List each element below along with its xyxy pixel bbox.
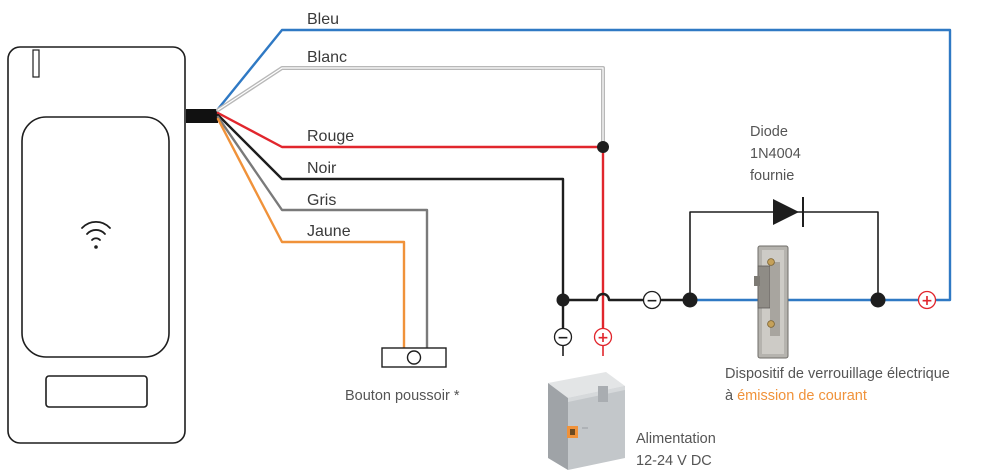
minus-symbol-lock: − (642, 290, 662, 310)
wire-label-grey: Gris (307, 192, 336, 209)
minus-text-lock: − (646, 293, 658, 309)
wire-label-white: Blanc (307, 49, 347, 66)
push-button-icon (381, 347, 447, 368)
plus-symbol-lock: + (917, 290, 937, 310)
electric-strike-icon (754, 245, 789, 359)
wire-label-black: Noir (307, 160, 337, 177)
junction-red-white (597, 141, 609, 153)
diode-label-line3: fournie (750, 168, 794, 184)
plus-symbol-power: + (593, 327, 613, 356)
lock-label-accent: émission de courant (737, 388, 867, 404)
diode-label-line2: 1N4004 (750, 146, 801, 162)
rfid-reader-icon (7, 46, 218, 444)
wire-label-red: Rouge (307, 128, 354, 145)
lock-label-line1: Dispositif de verrouillage électrique (725, 366, 950, 382)
junction-diode-right (870, 292, 886, 308)
cable-connector (186, 109, 218, 123)
diode-label-line1: Diode (750, 124, 788, 140)
plus-text-lock: + (921, 293, 933, 309)
power-supply-box-icon (548, 372, 625, 470)
minus-symbol-power: − (553, 327, 573, 356)
push-button-label: Bouton poussoir * (345, 388, 460, 404)
wire-white-inner (217, 67, 604, 148)
wire-label-yellow: Jaune (307, 223, 351, 240)
junction-black (556, 293, 570, 307)
junction-dots (556, 141, 886, 308)
wire-yellow (216, 117, 406, 350)
wire-black-to-lock (561, 292, 692, 302)
lock-label-line2: à émission de courant (725, 388, 867, 404)
wire-grey (216, 115, 429, 350)
power-supply-label-line1: Alimentation (636, 431, 716, 447)
plus-text-power: + (597, 330, 609, 346)
minus-text-power: − (557, 330, 569, 346)
wire-white (216, 66, 605, 149)
power-supply-label-line2: 12-24 V DC (636, 453, 712, 469)
junction-diode-left (682, 292, 698, 308)
lock-label-prefix: à (725, 388, 737, 404)
diode-symbol-icon (773, 197, 804, 227)
contactless-wifi-icon (81, 221, 111, 249)
wire-red (216, 111, 605, 332)
wire-black (216, 113, 565, 332)
wire-label-blue: Bleu (307, 11, 339, 28)
